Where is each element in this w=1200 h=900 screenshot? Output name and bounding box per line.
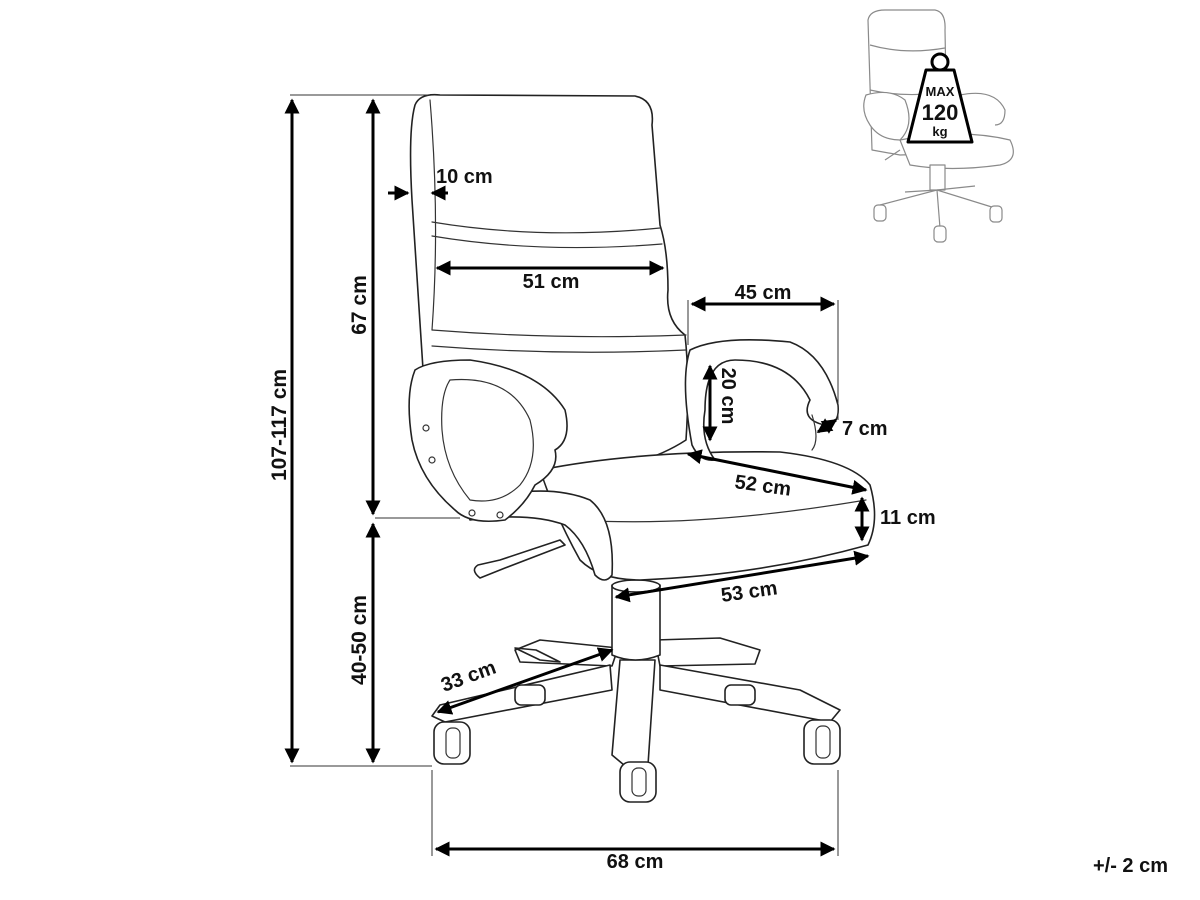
label-seat-width: 53 cm	[720, 577, 779, 607]
chair-illustration	[408, 93, 876, 803]
label-armrest-height: 20 cm	[717, 368, 739, 425]
label-backrest-width: 51 cm	[523, 271, 580, 293]
label-base-leg: 33 cm	[438, 657, 499, 697]
weight-icon: MAX 120 kg	[906, 52, 974, 144]
label-armrest-width: 7 cm	[842, 418, 888, 440]
label-seat-height: 40-50 cm	[348, 595, 371, 685]
extension-lines	[290, 94, 839, 856]
dimension-lines	[284, 98, 870, 857]
label-armrest-length: 45 cm	[735, 282, 792, 304]
label-backrest-thickness: 10 cm	[436, 166, 493, 188]
label-seat-thickness: 11 cm	[880, 507, 936, 529]
armrest-right	[684, 339, 840, 462]
dim-line-seat-width	[614, 550, 870, 603]
max-load-thumbnail: MAX 120 kg	[863, 9, 1014, 243]
max-load-value: 120	[922, 100, 959, 125]
dim-line-armrest-width	[816, 418, 838, 434]
tolerance-note: +/- 2 cm	[1093, 855, 1168, 877]
dim-line-base-leg	[436, 647, 614, 715]
max-load-unit: kg	[932, 124, 947, 139]
label-backrest-height: 67 cm	[348, 275, 371, 335]
height-lever	[473, 539, 566, 579]
max-load-label: MAX	[926, 84, 955, 99]
label-total-height: 107-117 cm	[268, 369, 291, 481]
dim-line-seat-depth	[686, 449, 868, 495]
armrest-left	[408, 359, 568, 523]
label-base-width: 68 cm	[607, 851, 664, 873]
